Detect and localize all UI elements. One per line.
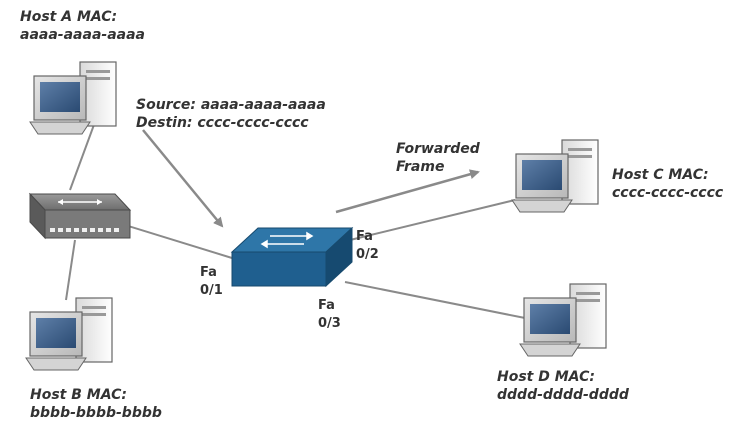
link-hub-hostB: [65, 239, 76, 301]
link-switch-hostC: [349, 199, 516, 241]
link-switch-hostD: [344, 281, 526, 319]
link-hostA-hub: [69, 121, 96, 191]
port-fa-0-3-label: Fa 0/3: [318, 297, 341, 333]
host-d-mac: dddd-dddd-dddd: [497, 387, 629, 403]
forwarded-frame-label: Forwarded Frame: [396, 140, 480, 176]
host-d-label: Host D MAC: dddd-dddd-dddd: [497, 368, 629, 404]
switch-icon: [230, 226, 354, 288]
incoming-frame-arrow: [142, 129, 224, 228]
port-fa-0-2-label: Fa 0/2: [356, 228, 379, 264]
host-d-computer-icon: [519, 283, 607, 357]
forwarded-frame-arrow: [335, 169, 480, 214]
port-1-number: 0/1: [200, 283, 223, 298]
host-a-label: Host A MAC: aaaa-aaaa-aaaa: [20, 8, 145, 44]
host-b-mac: bbbb-bbbb-bbbb: [30, 405, 162, 421]
frame-destination: Destin: cccc-cccc-cccc: [136, 115, 309, 131]
port-1-name: Fa: [200, 265, 217, 280]
host-a-mac: aaaa-aaaa-aaaa: [20, 27, 145, 43]
host-c-mac: cccc-cccc-cccc: [612, 185, 724, 201]
host-c-computer-icon: [511, 139, 599, 213]
host-a-computer-icon: [29, 61, 117, 135]
forwarded-line2: Frame: [396, 159, 445, 175]
port-2-number: 0/2: [356, 247, 379, 262]
host-b-computer-icon: [25, 297, 113, 371]
link-hub-switch: [124, 224, 233, 259]
port-3-number: 0/3: [318, 316, 341, 331]
links: [65, 121, 526, 319]
frame-source: Source: aaaa-aaaa-aaaa: [136, 97, 326, 113]
forwarded-line1: Forwarded: [396, 141, 480, 157]
port-fa-0-1-label: Fa 0/1: [200, 264, 223, 300]
host-c-title: Host C MAC:: [612, 167, 709, 183]
host-c-label: Host C MAC: cccc-cccc-cccc: [612, 166, 723, 202]
frame-header-label: Source: aaaa-aaaa-aaaa Destin: cccc-cccc…: [136, 96, 326, 132]
host-a-title: Host A MAC:: [20, 9, 118, 25]
port-3-name: Fa: [318, 298, 335, 313]
host-b-label: Host B MAC: bbbb-bbbb-bbbb: [30, 386, 162, 422]
host-d-title: Host D MAC:: [497, 369, 595, 385]
host-b-title: Host B MAC:: [30, 387, 127, 403]
port-2-name: Fa: [356, 229, 373, 244]
hub-icon: [28, 192, 132, 240]
